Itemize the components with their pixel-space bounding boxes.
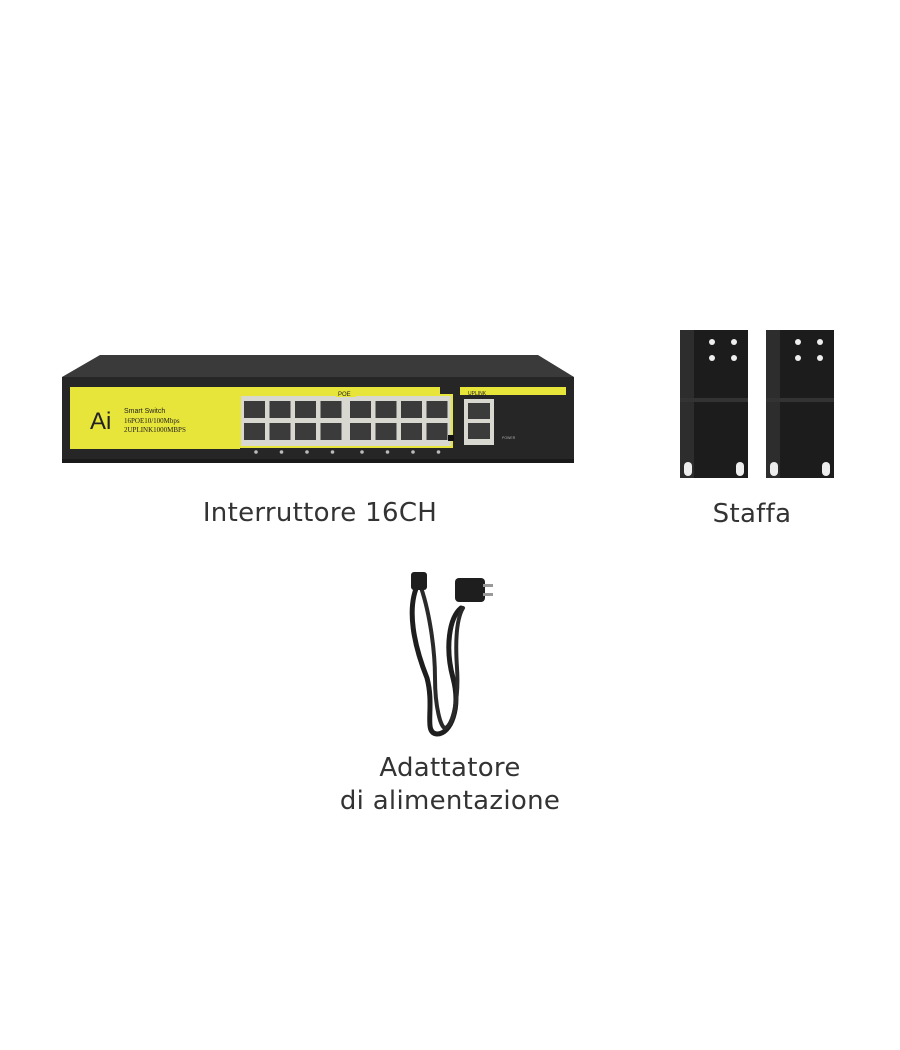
switch-label-panel	[70, 387, 240, 449]
poe-port-14	[375, 423, 397, 440]
bracket-caption: Staffa	[712, 499, 792, 529]
power-button	[448, 435, 454, 441]
uplink-label: UPLINK	[468, 391, 487, 397]
adapter-caption-line-2: di alimentazione	[339, 785, 561, 816]
port-led-8	[436, 450, 441, 454]
power-label: POWER	[502, 436, 516, 440]
power-cable-image	[405, 568, 505, 740]
poe-port-12	[320, 423, 342, 440]
uplink-port-2	[468, 423, 490, 439]
switch-spec-line-1: Smart Switch	[124, 408, 165, 415]
switch-spec-line-2: 16POE10/100Mbps	[124, 417, 180, 425]
poe-port-4	[320, 401, 342, 418]
led-indicator-row	[254, 450, 441, 454]
cable-connector	[411, 572, 427, 590]
switch-caption: Interruttore 16CH	[202, 498, 438, 528]
switch-spec-line-3: 2UPLINK1000MBPS	[124, 426, 186, 434]
port-led-7	[411, 450, 415, 454]
port-led-2	[279, 450, 284, 454]
port-led-4	[330, 450, 335, 454]
poe-port-16	[426, 423, 448, 440]
poe-port-1	[244, 401, 265, 418]
mounting-brackets-illustration	[680, 330, 834, 478]
plug-pin-2	[483, 593, 493, 596]
poe-port-10	[269, 423, 291, 440]
poe-switch-image: Ai Smart Switch 16POE10/100Mbps 2UPLINK1…	[62, 355, 574, 463]
mounting-brackets-image	[672, 328, 844, 488]
bracket-left	[680, 330, 748, 478]
poe-port-5	[350, 401, 371, 418]
port-led-3	[305, 450, 309, 454]
poe-port-11	[295, 423, 316, 440]
plug-body	[455, 578, 485, 602]
port-led-1	[254, 450, 258, 454]
poe-port-7	[401, 401, 422, 418]
poe-ports-group	[244, 401, 448, 440]
poe-port-3	[295, 401, 316, 418]
poe-label: POE	[338, 392, 351, 398]
poe-port-15	[401, 423, 422, 440]
poe-port-2	[269, 401, 291, 418]
poe-port-8	[426, 401, 448, 418]
adapter-caption-line-1: Adattatore	[379, 753, 521, 783]
poe-port-13	[350, 423, 371, 440]
port-led-6	[385, 450, 390, 454]
plug-pin-1	[483, 584, 493, 587]
uplink-port-1	[468, 403, 490, 419]
poe-port-9	[244, 423, 265, 440]
uplink-ports-group	[468, 403, 490, 439]
poe-switch-illustration: Ai Smart Switch 16POE10/100Mbps 2UPLINK1…	[62, 355, 574, 463]
switch-brand-logo: Ai	[90, 408, 111, 435]
power-cable-illustration	[409, 572, 493, 737]
poe-port-6	[375, 401, 397, 418]
switch-top-panel	[62, 355, 574, 377]
port-led-5	[360, 450, 364, 454]
bracket-right	[766, 330, 834, 478]
adapter-caption: Adattatore di alimentazione	[300, 752, 600, 817]
